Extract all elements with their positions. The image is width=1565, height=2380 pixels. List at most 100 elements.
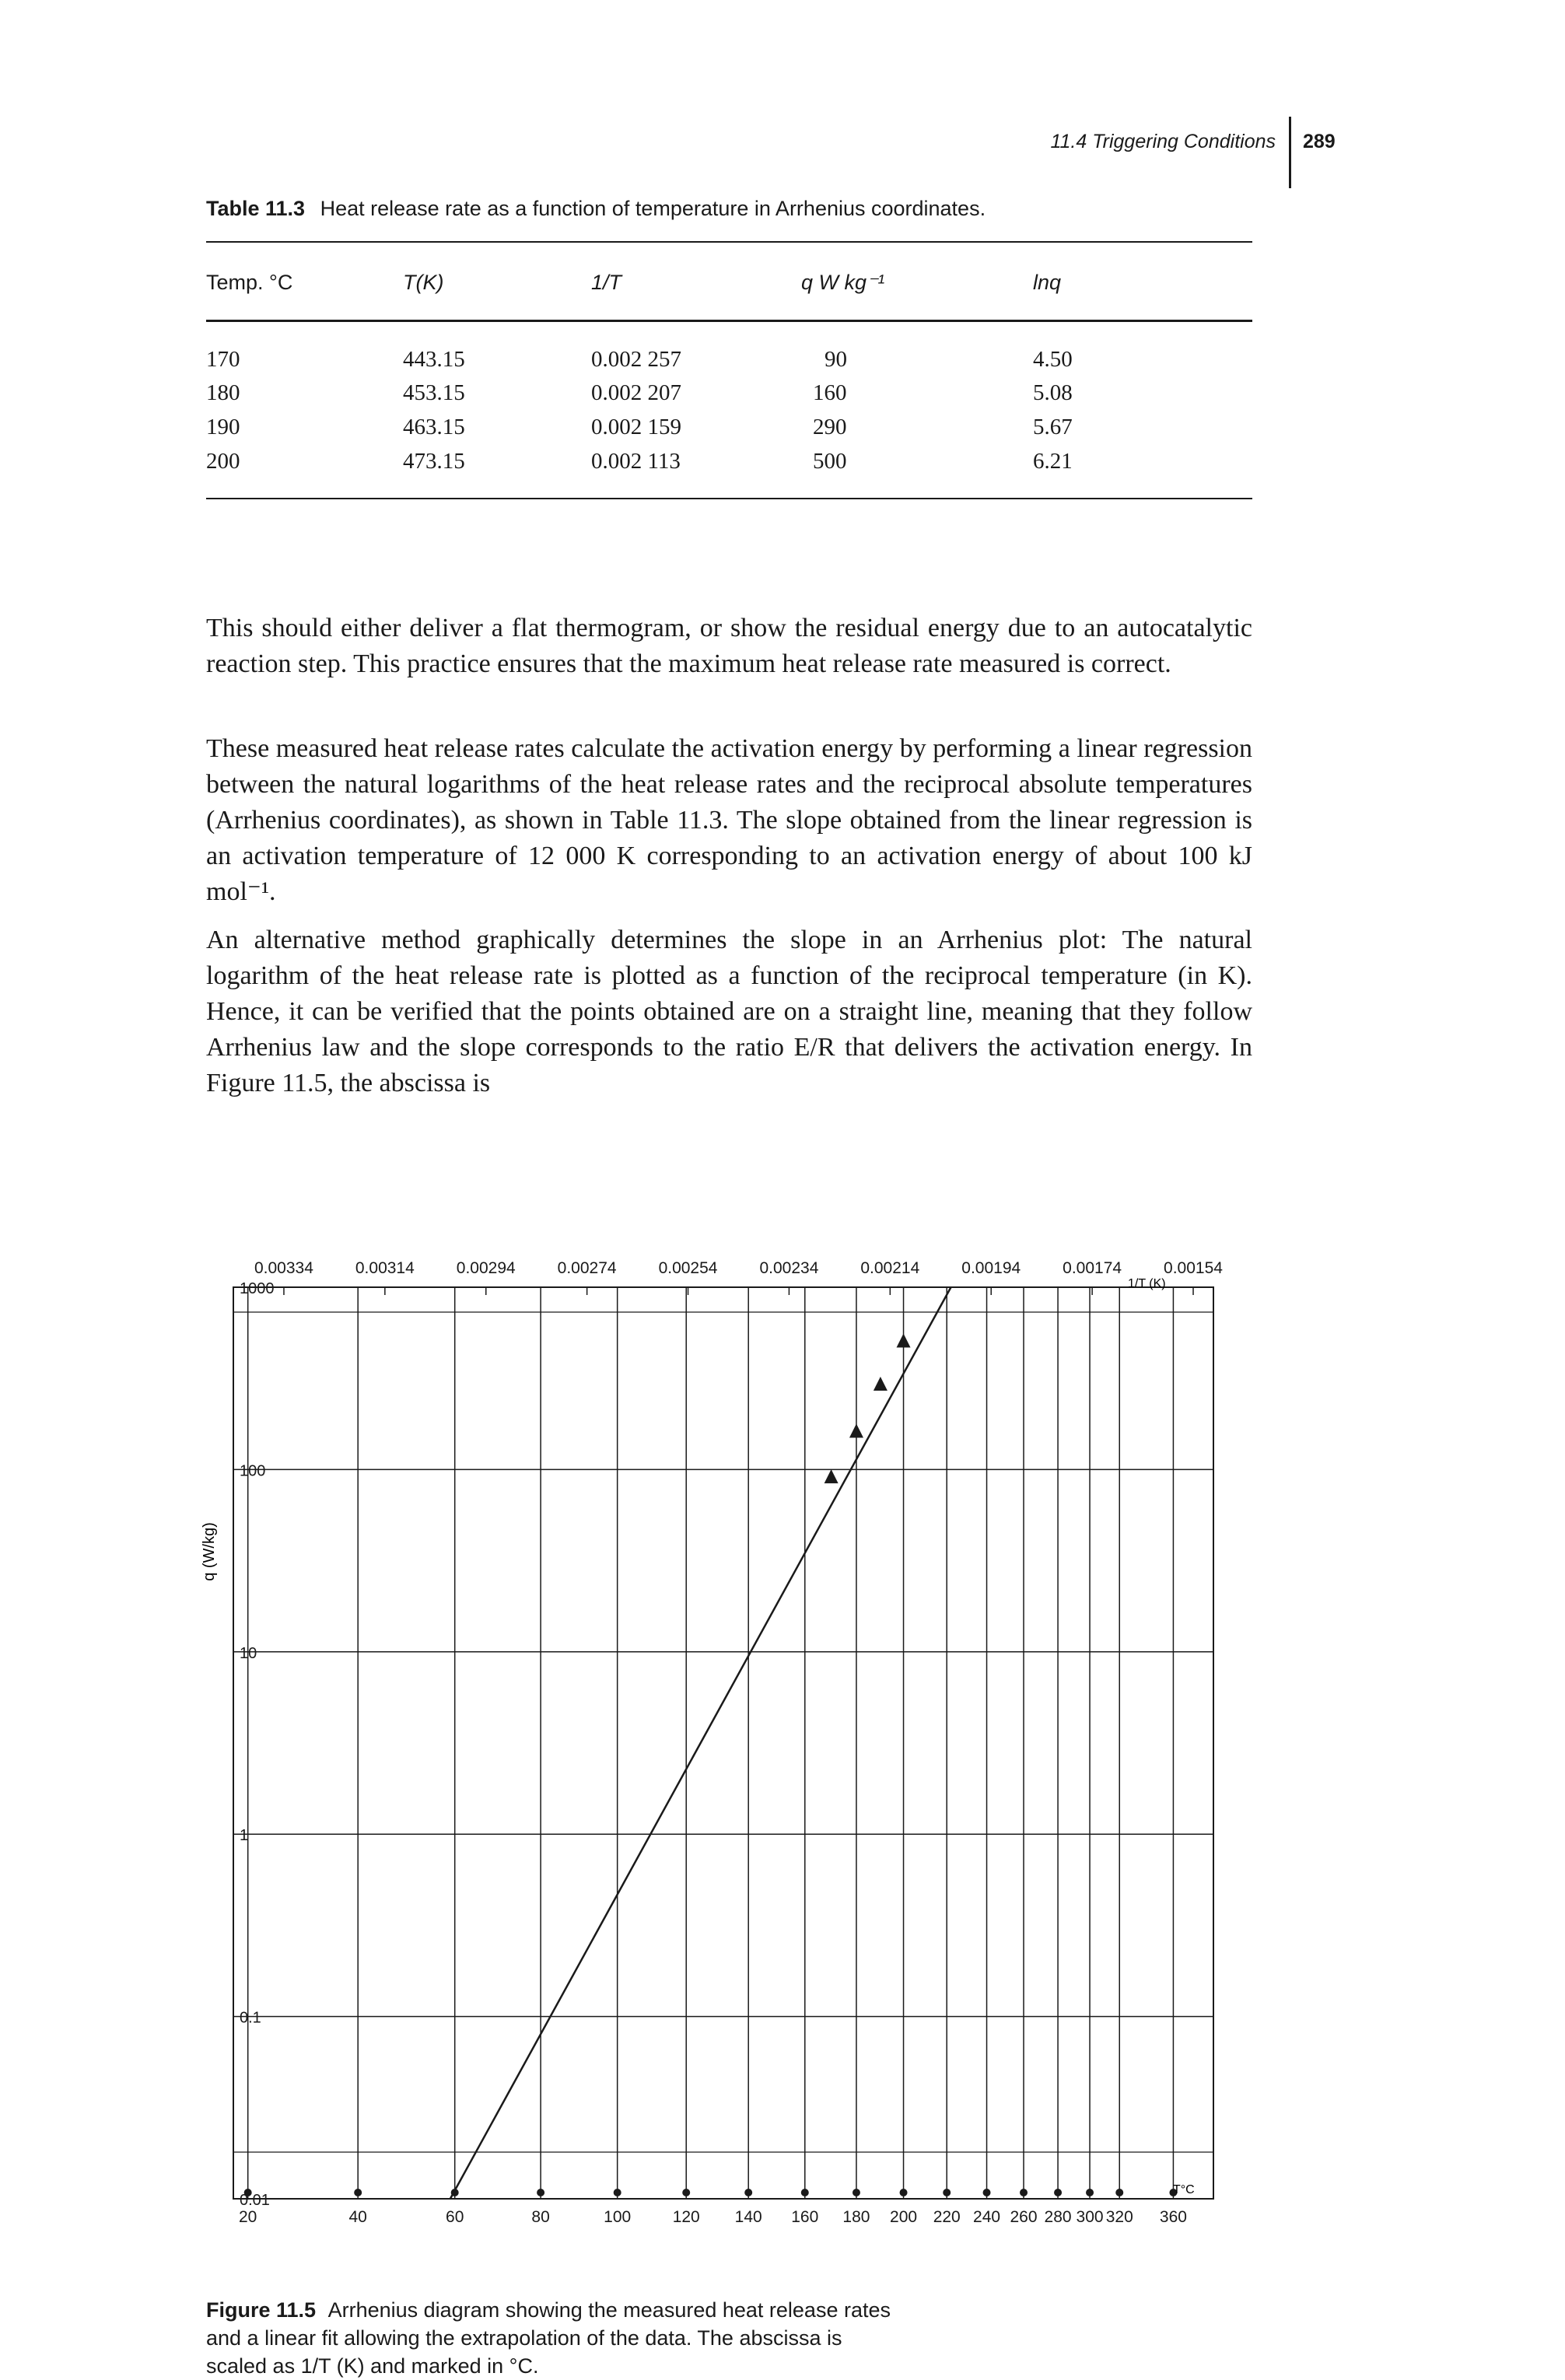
top-axis-label: 1/T (K) — [1128, 1277, 1166, 1290]
bottom-tick-label: 160 — [791, 2208, 818, 2226]
top-tick-label: 0.00334 — [254, 1259, 313, 1277]
bottom-tick-label: 260 — [1010, 2208, 1038, 2226]
temperature-tick-marker — [943, 2189, 951, 2196]
arrhenius-chart: 0.00334 0.00314 0.00294 0.00274 0.00254 0.002… — [201, 1259, 1223, 2226]
table-cell: 0.002 257 — [591, 347, 681, 372]
top-tick-label: 0.00314 — [355, 1259, 415, 1277]
temperature-tick-marker — [537, 2189, 545, 2196]
col-header-q: q W kg⁻¹ — [801, 271, 885, 294]
bottom-tick-label: 60 — [446, 2208, 464, 2226]
bottom-tick-label: 220 — [933, 2208, 961, 2226]
table-cell: 5.67 — [1033, 415, 1073, 439]
table-cell: 180 — [206, 380, 240, 405]
temperature-tick-marker — [1169, 2189, 1178, 2196]
temperature-tick-marker — [1086, 2189, 1094, 2196]
bottom-tick-label: 360 — [1160, 2208, 1187, 2226]
temperature-tick-marker — [613, 2189, 621, 2196]
table-cell: 453.15 — [403, 380, 465, 405]
y-tick-label: 100 — [240, 1462, 265, 1479]
y-tick-label: 10 — [240, 1645, 257, 1662]
table-top-rule — [206, 241, 1252, 243]
y-tick-label: 1000 — [240, 1280, 275, 1297]
top-tick-label: 0.00294 — [457, 1259, 516, 1277]
temperature-tick-marker — [1115, 2189, 1124, 2196]
y-axis-ticks: 1000 100 10 1 0.1 0.01 — [240, 1280, 275, 2209]
plot-frame — [233, 1286, 1214, 2200]
bottom-tick-label: 140 — [735, 2208, 762, 2226]
top-tick-label: 0.00274 — [558, 1259, 617, 1277]
table-cell: 500 — [813, 449, 847, 474]
temperature-tick-marker — [354, 2189, 362, 2196]
temperature-tick-marker — [1020, 2189, 1028, 2196]
header-rule — [1289, 117, 1291, 188]
chart-grid — [233, 1286, 1214, 2200]
top-tick-label: 0.00174 — [1063, 1259, 1122, 1277]
temperature-tick-marker — [682, 2189, 691, 2196]
temperature-tick-marker — [899, 2189, 908, 2196]
table-cell: 90 — [825, 347, 847, 372]
table-header-rule — [206, 320, 1252, 322]
data-point — [849, 1423, 863, 1438]
figure-label: Figure 11.5 — [206, 2298, 317, 2322]
temperature-tick-marker — [1054, 2189, 1063, 2196]
table-cell: 0.002 113 — [591, 449, 681, 474]
table-label: Table 11.3 — [206, 197, 306, 220]
table-caption: Table 11.3 Heat release rate as a functi… — [206, 197, 986, 221]
table-cell: 4.50 — [1033, 347, 1073, 372]
data-point — [873, 1377, 888, 1391]
top-tick-label: 0.00254 — [659, 1259, 718, 1277]
bottom-tick-label: 300 — [1077, 2208, 1104, 2226]
col-header-inv-t: 1/T — [591, 271, 622, 294]
table-cell: 190 — [206, 415, 240, 439]
col-header-temp: Temp. °C — [206, 271, 293, 294]
top-tick-label: 0.00194 — [961, 1259, 1021, 1277]
fit-line — [449, 1286, 952, 2200]
table-caption-text: Heat release rate as a function of tempe… — [320, 197, 986, 220]
top-tick-label: 0.00214 — [860, 1259, 919, 1277]
table-cell: 443.15 — [403, 347, 465, 372]
bottom-tick-label: 240 — [973, 2208, 1000, 2226]
table-cell: 473.15 — [403, 449, 465, 474]
table-cell: 463.15 — [403, 415, 465, 439]
bottom-axis-label: T°C — [1173, 2183, 1195, 2196]
bottom-tick-label: 40 — [349, 2208, 367, 2226]
table-cell: 290 — [813, 415, 847, 439]
running-title: 11.4 Triggering Conditions — [1050, 131, 1276, 152]
y-tick-label: 1 — [240, 1827, 248, 1844]
y-tick-label: 0.1 — [240, 2010, 261, 2027]
top-tick-label: 0.00154 — [1164, 1259, 1223, 1277]
body-paragraph: This should either deliver a flat thermo… — [206, 614, 1252, 678]
data-point — [896, 1333, 911, 1348]
bottom-tick-label: 20 — [239, 2208, 257, 2226]
table-cell: 5.08 — [1033, 380, 1073, 405]
bottom-tick-label: 120 — [673, 2208, 700, 2226]
page-number: 289 — [1303, 131, 1336, 152]
top-axis-ticks: 0.00334 0.00314 0.00294 0.00274 0.00254 0.002… — [254, 1259, 1223, 1295]
temperature-tick-marker — [243, 2189, 252, 2196]
chart-marks — [449, 1286, 952, 2200]
bottom-tick-label: 180 — [842, 2208, 870, 2226]
body-paragraph: These measured heat release rates calcul… — [206, 734, 1252, 906]
data-point — [824, 1469, 839, 1484]
figure-caption: Figure 11.5 Arrhenius diagram showing th… — [206, 2296, 891, 2380]
bottom-tick-label: 100 — [604, 2208, 631, 2226]
y-axis-label: q (W/kg) — [201, 1522, 218, 1581]
table-cell: 170 — [206, 347, 240, 372]
col-header-lnq: lnq — [1033, 271, 1062, 294]
table-bottom-rule — [206, 498, 1252, 499]
temperature-tick-marker — [982, 2189, 991, 2196]
temperature-tick-marker — [800, 2189, 809, 2196]
bottom-tick-label: 320 — [1106, 2208, 1133, 2226]
bottom-tick-label: 280 — [1045, 2208, 1072, 2226]
bottom-tick-label: 200 — [890, 2208, 917, 2226]
y-tick-label: 0.01 — [240, 2192, 270, 2209]
table-cell: 200 — [206, 449, 240, 474]
col-header-tk: T(K) — [403, 271, 444, 294]
body-paragraph: An alternative method graphically determ… — [206, 926, 1252, 1097]
table-cell: 6.21 — [1033, 449, 1073, 474]
table-cell: 0.002 159 — [591, 415, 681, 439]
table-cell: 160 — [813, 380, 847, 405]
temperature-tick-marker — [852, 2189, 860, 2196]
table-cell: 0.002 207 — [591, 380, 681, 405]
